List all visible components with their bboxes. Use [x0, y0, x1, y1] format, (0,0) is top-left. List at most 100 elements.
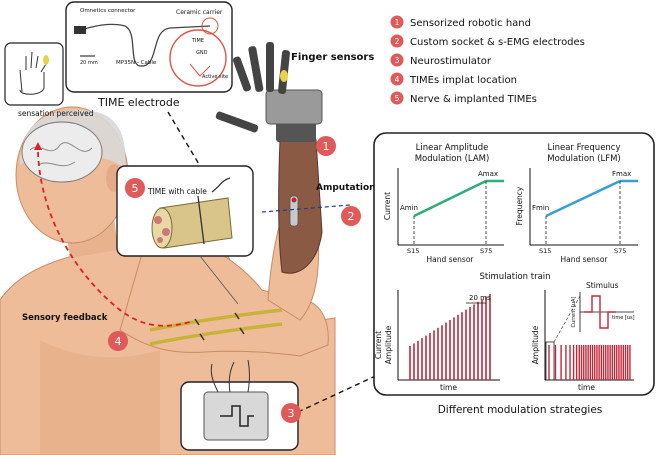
legend-item-3: 3 Neurostimulator: [390, 53, 492, 67]
legend-number: 3: [395, 56, 400, 65]
lfm-title-2: Modulation (LFM): [547, 154, 620, 164]
lfm-series-line: [545, 179, 621, 218]
sensation-inset: sensation perceived: [4, 42, 94, 118]
finger-sensor: [280, 70, 288, 82]
legend-badge: [390, 15, 404, 29]
fascicle-1: [154, 216, 162, 224]
amputation-dashed-line: [261, 204, 351, 213]
train-left-chart: 20 ms time Current Amplitude: [374, 290, 500, 392]
train-right-chart: time Amplitude Stimulus Current [uA] tim…: [531, 281, 635, 392]
nerve-inset: TIME with cable: [116, 165, 254, 257]
legend-number: 2: [395, 37, 400, 46]
implanted-time-marks: [194, 312, 245, 341]
thumb: [215, 111, 259, 133]
badge-5: 5: [125, 178, 145, 198]
badge-4: 4: [108, 331, 128, 351]
lam-max-label: Amax: [478, 170, 498, 178]
sensory-feedback-label: Sensory feedback: [22, 313, 108, 323]
legend-number: 1: [395, 18, 400, 27]
lfm-xend: S75: [614, 247, 626, 255]
lam-title-2: Modulation (LAM): [415, 154, 490, 164]
svg-text:2: 2: [348, 210, 355, 223]
stimulus-waveform-icon: [220, 405, 254, 427]
lam-title-1: Linear Amplitude: [416, 143, 489, 153]
svg-text:4: 4: [115, 335, 122, 348]
time-link-line: [167, 111, 207, 177]
omnetics-connector: [74, 26, 86, 34]
fascicle-3: [157, 237, 163, 243]
stimulus-title: Stimulus: [586, 281, 619, 290]
electrode-cable: [79, 23, 211, 67]
finger-sensors-label: Finger sensors: [291, 52, 374, 63]
train-duration: 20 ms: [469, 294, 491, 302]
lam-xlabel: Hand sensor: [427, 255, 475, 264]
legend-label: Nerve & implanted TIMEs: [410, 94, 537, 105]
semg-electrode: [289, 195, 299, 227]
stim-xlabel: time [us]: [612, 315, 635, 321]
nerve-upper: [149, 308, 283, 332]
neurostimulator-device: [203, 391, 269, 441]
active-site-label: Active site: [202, 74, 228, 80]
svg-text:3: 3: [288, 407, 295, 420]
scale-label: 20 mm: [80, 60, 98, 66]
train-right-xlabel: time: [578, 383, 595, 392]
lfm-max-label: Fmax: [612, 170, 631, 178]
train-right-pulses: [548, 345, 631, 380]
lfm-title-1: Linear Frequency: [547, 143, 620, 153]
finger-2: [248, 46, 264, 92]
legend-badge: [390, 91, 404, 105]
prosthetic-socket: [278, 139, 323, 274]
legend-label: Neurostimulator: [410, 56, 492, 67]
sensory-feedback-path: [37, 151, 191, 327]
lam-chart: Amin Amax S15 S75 Hand sensor Current: [383, 168, 504, 264]
legend-badge: [390, 72, 404, 86]
lfm-ylabel: Frequency: [515, 186, 524, 225]
legend-label: Sensorized robotic hand: [410, 18, 531, 29]
train-left-ylabel: Current: [374, 331, 383, 359]
nerve-lower: [149, 322, 283, 346]
ceramic-circle: [201, 17, 219, 35]
svg-text:1: 1: [323, 140, 330, 153]
time-electrode-title: TIME electrode: [97, 96, 180, 109]
stimulus-waveform: [584, 295, 616, 329]
sensation-dot: [43, 55, 49, 65]
train-right-ylabel: Amplitude: [531, 325, 540, 364]
neurostimulator-inset: [180, 359, 299, 451]
train-left-xlabel: time: [440, 383, 457, 392]
omnetics-label: Omnetics connector: [80, 8, 136, 14]
hand-outline-icon: [19, 51, 47, 95]
legend-number: 4: [395, 75, 400, 84]
lam-min-label: Amin: [400, 204, 418, 212]
zoom-circle: [169, 29, 227, 87]
stim-ylabel: Current [uA]: [571, 297, 577, 328]
brain-arrow: [34, 142, 42, 150]
legend-badge: [390, 53, 404, 67]
modulation-caption: Different modulation strategies: [438, 404, 603, 416]
chest-shading: [40, 340, 160, 455]
amputation-label: Amputation level: [316, 183, 403, 193]
train-title: Stimulation train: [479, 272, 550, 282]
brain: [21, 121, 103, 183]
nerve-inset-lead: [199, 255, 239, 305]
lam-xend: S75: [480, 247, 492, 255]
badge-3: 3: [281, 403, 301, 423]
device-leads: [210, 359, 250, 393]
gnd-label: GND: [196, 50, 208, 56]
active-site-lead: [189, 63, 211, 77]
ceramic-label: Ceramic carrier: [176, 9, 223, 16]
svg-text:5: 5: [132, 182, 139, 195]
pulse-zoom-box: [545, 341, 555, 381]
lfm-xlabel: Hand sensor: [561, 255, 609, 264]
finger-1: [232, 56, 252, 92]
robotic-hand: [215, 42, 323, 142]
modulation-panel: Linear Amplitude Modulation (LAM) Amin A…: [373, 132, 655, 396]
lfm-min-label: Fmin: [532, 204, 549, 212]
lam-series-line: [413, 179, 487, 218]
legend-item-1: 1 Sensorized robotic hand: [390, 15, 531, 29]
train-left-pulses: [409, 294, 491, 380]
lfm-chart: Fmin Fmax S15 S75 Hand sensor Frequency: [515, 168, 638, 264]
badge-2: 2: [341, 206, 361, 226]
